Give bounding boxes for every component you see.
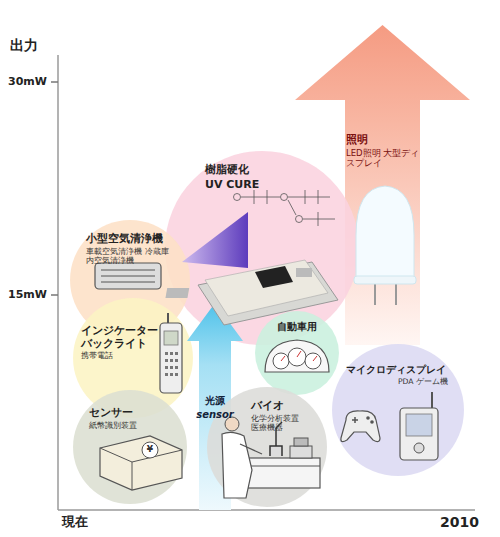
currency-mark: ¥: [147, 445, 153, 455]
node-subtext: 紙幣識別装置: [89, 421, 169, 431]
application-circle: マイクロディスプレイ PDA ゲーム機: [332, 344, 464, 476]
node-shape: [332, 344, 464, 476]
tick-label: 30mW: [8, 76, 47, 88]
tick-label: 15mW: [8, 289, 47, 301]
node-text-box: 照明 LED照明 大型ディスプレイ: [346, 133, 420, 169]
node-subtext: LED照明 大型ディスプレイ: [346, 148, 420, 168]
circle-shape: [332, 344, 464, 476]
tick: [51, 81, 58, 83]
node-text-box: 小型空気清浄機車載空気清浄機 冷蔵庫内空気清浄機: [86, 232, 176, 266]
node-title: 自動車用: [267, 321, 327, 333]
uv-cure-illustration: [165, 190, 338, 325]
circle-shape: [165, 151, 359, 345]
node-title: センサー: [89, 406, 169, 419]
node-title: バイオ: [251, 399, 309, 412]
node-subtext: 化学分析装置 医療機器: [251, 414, 309, 433]
y-axis: [57, 55, 59, 510]
node-subtext: sensor: [187, 409, 243, 421]
node-title: 樹脂硬化: [205, 163, 295, 176]
axis-title: 出力: [10, 38, 38, 53]
node-text-box: 自動車用: [267, 321, 327, 333]
circle-shape: [207, 387, 327, 507]
node-text-box: 樹脂硬化 UV CURE: [205, 163, 295, 191]
tick: [51, 294, 58, 296]
axis-label: 現在: [62, 515, 88, 529]
led-bulb: [354, 186, 416, 305]
banknote-machine: [100, 436, 182, 490]
node-title: 照明: [346, 133, 420, 146]
node-subtext: 携帯電話: [81, 351, 159, 361]
node-subtext: PDA ゲーム機: [398, 377, 450, 386]
node-text-box: インジケーター バックライト携帯電話: [81, 324, 159, 361]
node-title: 光源: [187, 395, 243, 407]
node-subtext: UV CURE: [205, 178, 295, 191]
scientist-microscope: [222, 417, 320, 498]
pda: [400, 392, 438, 460]
axis-label: 2010: [440, 515, 479, 530]
circle-shape: [255, 311, 339, 395]
x-axis: [58, 509, 475, 511]
node-text-box: センサー紙幣識別装置: [89, 406, 169, 430]
node-title: インジケーター バックライト: [81, 324, 159, 349]
node-subtext: 車載空気清浄機 冷蔵庫内空気清浄機: [86, 247, 176, 266]
node-text-box: マイクロディスプレイ PDA ゲーム機: [346, 364, 450, 387]
circle-shape: [73, 390, 187, 504]
node-text-box: 光源 sensor: [187, 395, 243, 421]
node-text-box: バイオ化学分析装置 医療機器: [251, 399, 309, 433]
node-title: 小型空気清浄機: [86, 232, 176, 245]
node-title: マイクロディスプレイ: [346, 364, 450, 375]
air-purifier: [95, 263, 161, 289]
mobile-phone: [160, 313, 182, 393]
game-pad: [341, 411, 380, 442]
dashboard: [265, 340, 329, 372]
